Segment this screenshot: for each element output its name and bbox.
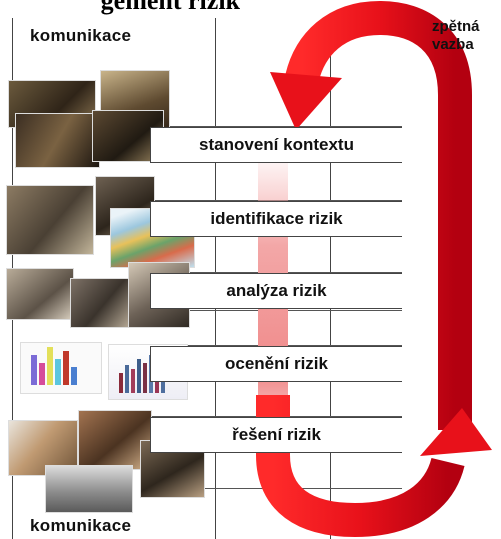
feedback-line-2: vazba — [432, 36, 474, 53]
step-treatment: řešení rizik — [150, 417, 402, 453]
bar — [47, 347, 53, 385]
page-title: gement rizik — [100, 0, 240, 15]
bar — [63, 351, 69, 385]
bar — [31, 355, 37, 385]
photo-archive-team — [6, 185, 94, 255]
step-evaluation: ocenění rizik — [150, 346, 402, 382]
feedback-label: zpětná vazba — [432, 18, 501, 54]
bar — [125, 365, 129, 393]
photo-workshop — [6, 268, 74, 320]
photo-people-meeting — [15, 113, 100, 168]
process-line — [150, 126, 402, 127]
communication-label-top: komunikace — [30, 26, 132, 45]
bar — [55, 359, 61, 385]
bar — [39, 363, 45, 385]
step-context: stanovení kontextu — [150, 127, 402, 163]
step-analysis: analýza rizik — [150, 273, 402, 309]
communication-label-bottom: komunikace — [30, 516, 132, 535]
photo-worker — [78, 410, 152, 470]
bar — [119, 373, 123, 393]
photo-discussion — [70, 278, 130, 328]
photo-building — [45, 465, 133, 513]
bar — [71, 367, 77, 385]
bar — [131, 369, 135, 393]
bar — [137, 359, 141, 393]
step-identification: identifikace rizik — [150, 201, 402, 237]
photo-bar-chart — [20, 342, 102, 394]
bar — [143, 363, 147, 393]
feedback-line-1: zpětná — [432, 18, 480, 35]
